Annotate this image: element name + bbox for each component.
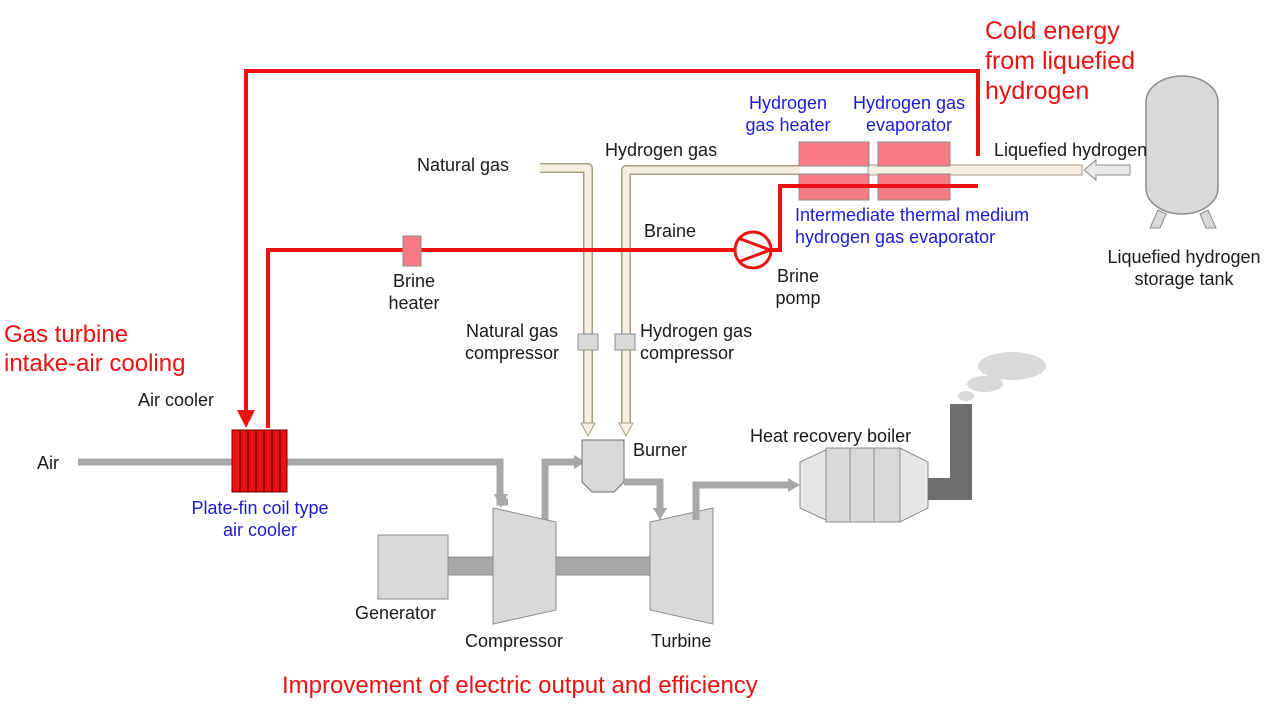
hydrogen-gas-heater-line-2: gas heater	[745, 115, 831, 135]
plate-fin-air-cooler-label: Plate-fin coil type air cooler	[170, 497, 350, 541]
cold-energy-line-1: Cold energy	[985, 17, 1120, 45]
hydrogen-gas-evaporator	[877, 141, 951, 167]
generator-label: Generator	[355, 603, 437, 623]
plate-fin-line-1: Plate-fin coil type	[191, 498, 329, 518]
brine-heater-line-2: heater	[388, 293, 440, 313]
air-duct	[78, 458, 508, 506]
heat-recovery-boiler-label: Heat recovery boiler	[750, 426, 912, 446]
air-cooler-label: Air cooler	[138, 390, 215, 410]
brine-pump-line-1: Brine	[776, 266, 820, 286]
cold-energy-line-3: hydrogen	[985, 77, 1090, 105]
hydrogen-gas-heater-line-1: Hydrogen	[748, 93, 828, 113]
hydrogen-gas-evaporator-line-2: evaporator	[865, 115, 953, 135]
hydrogen-gas-compressor	[614, 333, 636, 351]
brine-heater-line-1: Brine	[392, 271, 436, 291]
intermediate-evaporator-line-2: hydrogen gas evaporator	[795, 227, 996, 247]
generator	[377, 534, 449, 600]
cold-energy-line-2: from liquefied	[985, 47, 1136, 75]
brine-line	[266, 184, 978, 428]
braine-label: Braine	[644, 221, 697, 241]
compressor-label: Compressor	[465, 631, 564, 651]
hydrogen-gas-compressor-line-2: compressor	[640, 343, 735, 363]
natural-gas-line	[540, 163, 593, 425]
turbine-shaft	[555, 556, 651, 576]
exhaust-stack	[928, 404, 972, 500]
compressor	[492, 507, 557, 625]
lh2-inlet-arrow	[1083, 158, 1131, 182]
cold-energy-label: Cold energy from liquefied hydrogen	[985, 16, 1135, 106]
liquefied-hydrogen-label: Liquefied hydrogen	[994, 140, 1148, 160]
storage-tank	[1145, 75, 1219, 229]
plate-fin-line-2: air cooler	[222, 520, 298, 540]
hydrogen-gas-label: Hydrogen gas	[605, 140, 718, 160]
storage-tank-line-1: Liquefied hydrogen	[1107, 247, 1261, 267]
turbine-exhaust-duct	[692, 481, 790, 520]
natural-gas-compressor-label: Natural gas compressor	[455, 320, 569, 364]
burner-to-turbine-duct	[624, 478, 664, 510]
generator-shaft	[447, 556, 495, 576]
storage-tank-label: Liquefied hydrogen storage tank	[1092, 246, 1276, 290]
natural-gas-compressor-line-2: compressor	[464, 343, 560, 363]
natural-gas-compressor-line-1: Natural gas	[465, 321, 559, 341]
gas-turbine-cooling-line-2: intake-air cooling	[4, 350, 186, 377]
burner-label: Burner	[633, 440, 688, 460]
gas-turbine-cooling-line-1: Gas turbine	[4, 321, 129, 348]
brine-pump-label: Brine pomp	[770, 265, 826, 309]
compressor-to-burner-duct	[541, 458, 576, 520]
lh2-pipe	[867, 164, 1083, 176]
burner	[581, 439, 625, 493]
plate-fin-air-cooler	[231, 429, 288, 493]
smoke-icon	[958, 352, 1046, 401]
storage-tank-line-2: storage tank	[1134, 269, 1234, 289]
hydrogen-gas-compressor-label: Hydrogen gas compressor	[640, 320, 752, 364]
brine-heater-label: Brine heater	[378, 270, 450, 314]
gas-turbine-cooling-label: Gas turbine intake-air cooling	[4, 320, 185, 378]
hydrogen-gas-compressor-line-1: Hydrogen gas	[640, 321, 753, 341]
intermediate-evaporator-label: Intermediate thermal medium hydrogen gas…	[795, 204, 1029, 248]
turbine-label: Turbine	[651, 631, 712, 651]
hydrogen-gas-heater-label: Hydrogen gas heater	[736, 92, 840, 136]
hydrogen-gas-evaporator-label: Hydrogen gas evaporator	[843, 92, 975, 136]
hydrogen-gas-evaporator-line-1: Hydrogen gas	[852, 93, 966, 113]
heat-recovery-boiler	[799, 447, 929, 523]
turbine	[649, 507, 714, 625]
intermediate-evaporator-line-1: Intermediate thermal medium	[795, 205, 1030, 225]
brine-pump	[733, 230, 775, 270]
brine-pump-line-2: pomp	[775, 288, 821, 308]
hydrogen-gas-heater	[798, 141, 870, 167]
air-label: Air	[37, 453, 59, 473]
brine-heater	[402, 235, 422, 267]
cold-energy-line	[244, 69, 980, 414]
improvement-label: Improvement of electric output and effic…	[282, 672, 758, 699]
natural-gas-compressor	[577, 333, 599, 351]
natural-gas-label: Natural gas	[417, 155, 510, 175]
